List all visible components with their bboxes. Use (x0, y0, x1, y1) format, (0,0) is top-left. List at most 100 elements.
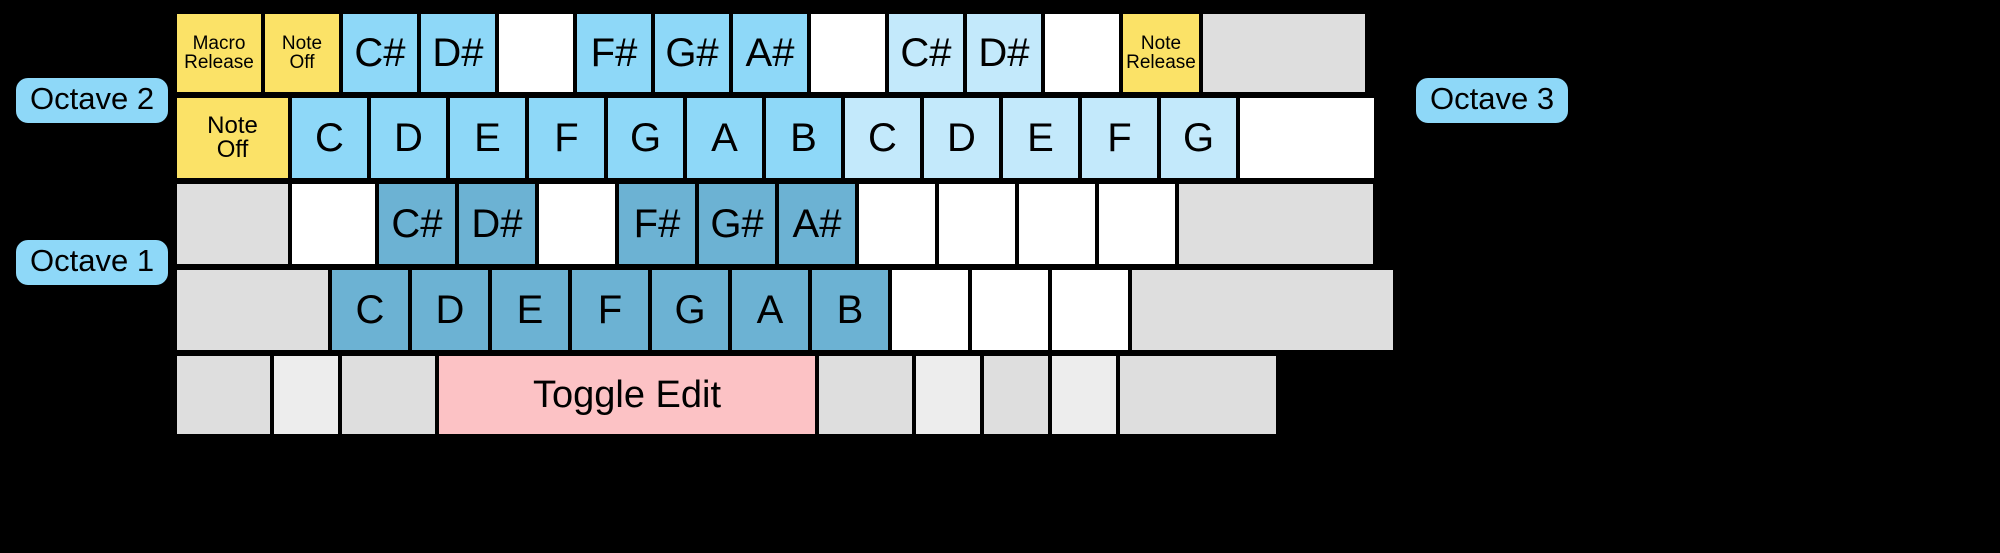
key-label-line: C (355, 287, 385, 332)
key-blank[interactable] (970, 268, 1050, 352)
key-blank[interactable] (290, 182, 377, 266)
key-blank[interactable] (537, 182, 617, 266)
key-label-line: Note (207, 111, 258, 139)
key-blank[interactable] (1050, 268, 1130, 352)
key-label-line: Macro (192, 32, 246, 54)
key-blank[interactable] (857, 182, 937, 266)
key-c[interactable]: C (843, 96, 922, 180)
key-blank[interactable] (1043, 12, 1121, 94)
key-toggle-edit[interactable]: Toggle Edit (437, 354, 817, 436)
key-label-line: D# (432, 30, 484, 75)
key-row-5: Toggle Edit (175, 354, 1278, 436)
key-label-line: C (315, 115, 344, 160)
key-label-line: A# (745, 30, 795, 75)
key-blank[interactable] (1130, 268, 1395, 352)
key-f[interactable]: F (570, 268, 650, 352)
key-e[interactable]: E (448, 96, 527, 180)
key-label-line: G (629, 115, 662, 160)
key-blank[interactable] (175, 182, 290, 266)
key-blank[interactable] (817, 354, 914, 436)
key-blank[interactable] (497, 12, 575, 94)
key-label-line: A (711, 115, 738, 160)
key-label-line: D (394, 115, 423, 160)
key-label-line: C# (354, 30, 406, 75)
key-blank[interactable] (1177, 182, 1375, 266)
key-d-sharp[interactable]: D# (419, 12, 497, 94)
key-label-line: G# (710, 201, 764, 246)
key-c-sharp[interactable]: C# (377, 182, 457, 266)
key-blank[interactable] (1118, 354, 1278, 436)
key-b[interactable]: B (764, 96, 843, 180)
key-label-line: B (790, 115, 817, 160)
key-g-sharp[interactable]: G# (697, 182, 777, 266)
key-label-line: F (554, 115, 579, 160)
key-a[interactable]: A (685, 96, 764, 180)
key-blank[interactable] (175, 354, 272, 436)
key-blank[interactable] (1050, 354, 1118, 436)
key-blank[interactable] (175, 268, 330, 352)
key-e[interactable]: E (1001, 96, 1080, 180)
key-d-sharp[interactable]: D# (457, 182, 537, 266)
key-g[interactable]: G (606, 96, 685, 180)
key-blank[interactable] (340, 354, 437, 436)
key-g[interactable]: G (650, 268, 730, 352)
key-f[interactable]: F (1080, 96, 1159, 180)
key-g[interactable]: G (1159, 96, 1238, 180)
key-label-line: A# (792, 201, 842, 246)
key-c-sharp[interactable]: C# (887, 12, 965, 94)
key-f-sharp[interactable]: F# (617, 182, 697, 266)
key-label-line: D (435, 287, 465, 332)
key-label-line: F (597, 287, 623, 332)
key-blank[interactable] (1238, 96, 1376, 180)
key-blank[interactable] (1201, 12, 1367, 94)
key-d-sharp[interactable]: D# (965, 12, 1043, 94)
key-c[interactable]: C (330, 268, 410, 352)
key-label-line: D (947, 115, 976, 160)
key-label-line: G (1182, 115, 1215, 160)
key-label-line: Release (1126, 52, 1196, 73)
key-d[interactable]: D (922, 96, 1001, 180)
key-blank[interactable] (937, 182, 1017, 266)
key-label-line: B (836, 287, 864, 332)
key-label-line: Off (216, 136, 249, 163)
key-label-line: C# (900, 30, 952, 75)
key-label-line: F# (633, 201, 681, 246)
key-blank[interactable] (809, 12, 887, 94)
key-blank[interactable] (914, 354, 982, 436)
key-label-line: D# (471, 201, 523, 246)
key-g-sharp[interactable]: G# (653, 12, 731, 94)
key-d[interactable]: D (369, 96, 448, 180)
key-c[interactable]: C (290, 96, 369, 180)
key-a-sharp[interactable]: A# (777, 182, 857, 266)
key-f[interactable]: F (527, 96, 606, 180)
key-f-sharp[interactable]: F# (575, 12, 653, 94)
octave-2-label: Octave 2 (14, 76, 171, 125)
key-c-sharp[interactable]: C# (341, 12, 419, 94)
key-label-line: C# (391, 201, 443, 246)
key-label-line: G (674, 287, 706, 332)
key-label-line: E (516, 287, 544, 332)
key-blank[interactable] (1017, 182, 1097, 266)
key-a[interactable]: A (730, 268, 810, 352)
key-a-sharp[interactable]: A# (731, 12, 809, 94)
octave-3-label: Octave 3 (1414, 76, 1571, 125)
key-d[interactable]: D (410, 268, 490, 352)
key-blank[interactable] (982, 354, 1050, 436)
key-label-line: D# (978, 30, 1030, 75)
key-e[interactable]: E (490, 268, 570, 352)
key-label-line: Note (281, 32, 323, 54)
key-blank[interactable] (272, 354, 340, 436)
key-b[interactable]: B (810, 268, 890, 352)
key-blank[interactable] (890, 268, 970, 352)
key-label-line: F# (590, 30, 638, 75)
key-blank[interactable] (1097, 182, 1177, 266)
